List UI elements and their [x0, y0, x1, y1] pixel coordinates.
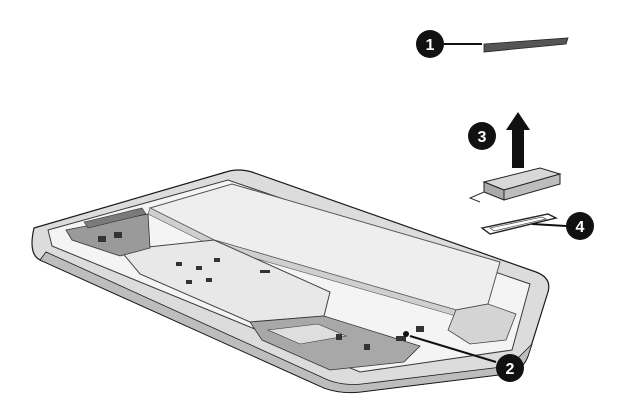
callout-1: 1	[416, 30, 444, 58]
system-board	[65, 207, 517, 371]
leader-line-4	[531, 223, 567, 227]
callout-3-circle	[468, 122, 496, 150]
component	[114, 232, 122, 238]
callout-4-circle	[566, 212, 594, 240]
component	[416, 326, 424, 332]
board-connector-strip	[83, 207, 147, 229]
component-3-module	[468, 167, 562, 203]
module-side	[503, 173, 561, 201]
component	[176, 262, 182, 266]
component	[396, 336, 406, 341]
component-1-strip	[483, 37, 569, 53]
strip-shape	[483, 37, 569, 53]
component	[186, 280, 192, 284]
callout-4-label: 4	[576, 219, 585, 236]
callout-2: 2	[496, 354, 524, 382]
callout-2-target	[403, 331, 409, 337]
board-right-module	[447, 303, 517, 345]
component	[214, 258, 220, 262]
bracket-inner	[489, 216, 548, 232]
callout-3-label: 3	[478, 129, 487, 146]
callout-4: 4	[566, 212, 594, 240]
component	[364, 344, 370, 350]
callout-2-circle	[496, 354, 524, 382]
board-components	[98, 232, 424, 350]
callout-3: 3	[468, 122, 496, 150]
board-lower-shield	[266, 323, 348, 345]
component	[196, 266, 202, 270]
arrow-head	[506, 112, 530, 130]
component	[206, 278, 212, 282]
component	[336, 334, 342, 340]
component	[98, 236, 106, 242]
bracket-outer	[480, 213, 559, 235]
callout-2-label: 2	[506, 361, 515, 378]
component	[260, 270, 270, 273]
component-4-bracket	[480, 213, 559, 235]
leader-lines	[409, 43, 567, 363]
leader-line-2	[409, 335, 497, 363]
removal-arrow	[506, 112, 530, 168]
module-cable	[468, 191, 485, 203]
callout-1-circle	[416, 30, 444, 58]
callout-1-label: 1	[426, 37, 435, 54]
arrow-shaft	[512, 128, 524, 168]
